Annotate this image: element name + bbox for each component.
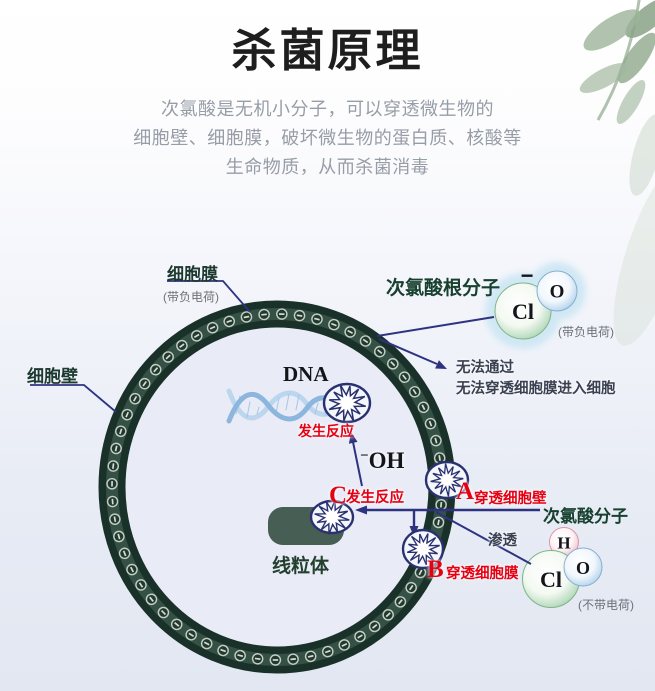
o-atom-label-2: O [575, 558, 591, 578]
cl-atom-label-2: Cl [540, 567, 562, 592]
cl-atom-label: Cl [512, 299, 534, 324]
c-arrowhead [355, 505, 367, 515]
blocked-text-line2: 无法穿透细胞膜进入细胞 [456, 381, 616, 397]
step-b-text: 穿透细胞膜 [446, 566, 519, 582]
blocked-arrowhead [435, 360, 447, 369]
subtitle-line-3: 生命物质，从而杀菌消毒 [225, 157, 430, 177]
page-subtitle: 次氯酸是无机小分子，可以穿透微生物的 细胞壁、细胞膜，破坏微生物的蛋白质、核酸等… [0, 95, 655, 182]
starburst-b [401, 528, 445, 570]
dna-reaction-label: 发生反应 [298, 423, 354, 439]
dna-label: DNA [283, 362, 329, 386]
subtitle-line-2: 细胞壁、细胞膜，破坏微生物的蛋白质、核酸等 [133, 128, 522, 148]
mitochondria-label: 线粒体 [272, 556, 330, 577]
permeate-label: 渗透 [488, 533, 517, 549]
starburst-a [424, 459, 470, 502]
o-atom-circle [536, 270, 578, 312]
step-c-text: 发生反应 [346, 490, 404, 506]
step-b-letter: B [427, 556, 444, 583]
cell-membrane-label: 细胞膜 [167, 265, 218, 284]
hocl-note: (不带电荷) [578, 598, 634, 612]
cl-atom-circle [494, 282, 552, 340]
cell-membrane-note: (带负电荷) [163, 290, 219, 304]
o-atom-label: O [549, 281, 565, 303]
step-a-text: 穿透细胞壁 [474, 491, 547, 507]
starburst-dna [322, 382, 372, 425]
hocl-title: 次氯酸分子 [543, 507, 628, 526]
subtitle-line-1: 次氯酸是无机小分子，可以穿透微生物的 [161, 99, 494, 119]
blocked-text-line1: 无法通过 [456, 360, 514, 376]
leader-lines [30, 280, 540, 565]
starburst-c [307, 493, 357, 542]
step-a-letter: A [456, 478, 475, 505]
leaf-decoration [579, 0, 655, 346]
permeate-line [435, 511, 532, 565]
oh-radical-label: −OH [360, 448, 405, 473]
page-title: 杀菌原理 [231, 25, 424, 76]
oh-reaction-arrow-line [351, 439, 363, 487]
step-c-letter: C [329, 482, 348, 509]
hypochlorite-ion-molecule [485, 262, 586, 349]
wall-leader-line [30, 384, 117, 413]
h-atom-label: H [557, 533, 571, 553]
minus-charge-sign: − [520, 263, 534, 288]
oh-minus-sign: − [360, 448, 369, 464]
oh-arrowhead [348, 432, 358, 444]
cell-wall-label: 细胞壁 [27, 367, 78, 386]
ion-to-membrane-line [376, 316, 495, 337]
hocl-molecule-graphic [522, 527, 603, 608]
o-atom-circle-2 [563, 547, 603, 587]
hypochlorite-ion-note: (带负电荷) [558, 325, 614, 339]
blocked-arrow-line [378, 338, 438, 365]
membrane-leader-line [167, 280, 251, 313]
hypochlorite-ion-title: 次氯酸根分子 [386, 278, 501, 299]
